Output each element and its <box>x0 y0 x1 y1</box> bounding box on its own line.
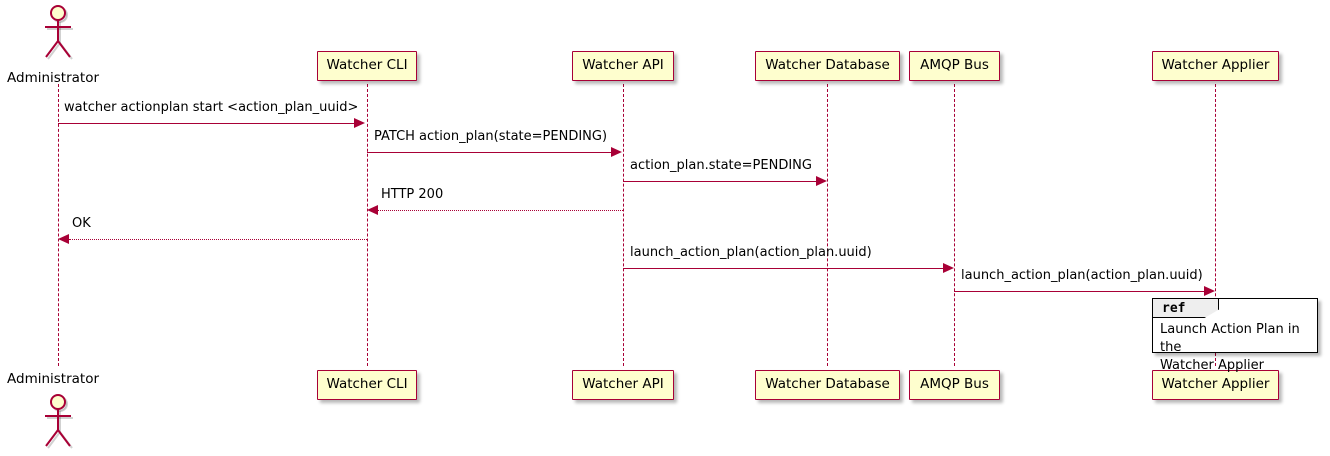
participant-watcher-database-bottom[interactable]: Watcher Database <box>755 370 900 400</box>
participant-amqp-bus-bottom[interactable]: AMQP Bus <box>909 370 1000 400</box>
ref-fragment-tab <box>1153 299 1219 318</box>
message-label-patch-action-plan: PATCH action_plan(state=PENDING) <box>374 129 608 144</box>
arrowhead-action-plan-state-pending <box>816 176 827 186</box>
arrowhead-http-200 <box>367 205 378 215</box>
arrowhead-patch-action-plan <box>611 147 622 157</box>
arrowhead-launch-action-plan-applier <box>1204 286 1215 296</box>
message-line-http-200 <box>378 210 623 211</box>
participant-amqp-bus-top[interactable]: AMQP Bus <box>909 51 1000 81</box>
stick-figure-icon <box>45 394 73 449</box>
lifeline-watcher-cli <box>367 84 368 366</box>
message-label-actionplan-start: watcher actionplan start <action_plan_uu… <box>64 100 359 115</box>
actor-administrator-bottom <box>35 391 81 449</box>
message-label-launch-action-plan-bus: launch_action_plan(action_plan.uuid) <box>630 245 872 260</box>
message-label-http-200: HTTP 200 <box>381 187 444 202</box>
lifeline-watcher-applier <box>1215 84 1216 366</box>
message-line-actionplan-start <box>58 123 354 124</box>
actor-label-administrator-bottom: Administrator <box>7 371 100 387</box>
actor-administrator-top <box>35 2 81 60</box>
ref-fragment-tab-label: ref <box>1162 301 1186 316</box>
participant-watcher-applier-bottom[interactable]: Watcher Applier <box>1152 370 1279 400</box>
stick-figure-icon <box>45 5 73 60</box>
lifeline-watcher-database <box>827 84 828 366</box>
message-line-launch-action-plan-bus <box>623 268 943 269</box>
ref-fragment-launch-action-plan[interactable]: ref Launch Action Plan in the Watcher Ap… <box>1152 298 1318 373</box>
arrowhead-actionplan-start <box>354 118 365 128</box>
ref-fragment-body: Launch Action Plan in the Watcher Applie… <box>1160 322 1300 373</box>
actor-label-administrator-top: Administrator <box>7 70 100 86</box>
arrowhead-launch-action-plan-bus <box>943 263 954 273</box>
participant-watcher-cli-bottom[interactable]: Watcher CLI <box>317 370 417 400</box>
message-line-launch-action-plan-applier <box>954 291 1204 292</box>
message-line-ok <box>69 239 367 240</box>
message-label-launch-action-plan-applier: launch_action_plan(action_plan.uuid) <box>961 268 1203 283</box>
message-label-action-plan-state-pending: action_plan.state=PENDING <box>630 158 812 173</box>
participant-watcher-cli-top[interactable]: Watcher CLI <box>317 51 417 81</box>
participant-watcher-api-bottom[interactable]: Watcher API <box>572 370 674 400</box>
lifeline-administrator <box>58 84 59 366</box>
lifeline-amqp-bus <box>954 84 955 366</box>
participant-watcher-applier-top[interactable]: Watcher Applier <box>1152 51 1279 81</box>
participant-watcher-api-top[interactable]: Watcher API <box>572 51 674 81</box>
arrowhead-ok <box>58 234 69 244</box>
message-line-patch-action-plan <box>367 152 611 153</box>
message-label-ok: OK <box>72 216 91 231</box>
participant-watcher-database-top[interactable]: Watcher Database <box>755 51 900 81</box>
lifeline-watcher-api <box>623 84 624 366</box>
message-line-action-plan-state-pending <box>623 181 816 182</box>
